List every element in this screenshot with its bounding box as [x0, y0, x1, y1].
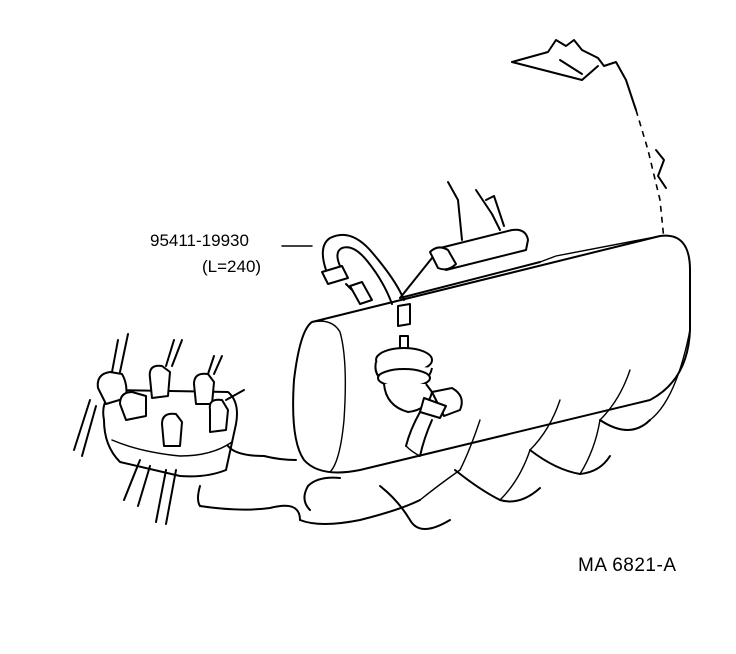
distributor-cap [73, 333, 245, 525]
engine-block [511, 39, 667, 241]
lower-contour [197, 445, 265, 507]
pipe-nipples [345, 281, 411, 327]
upper-bracket [399, 181, 541, 299]
figure-code-label: MA 6821-A [578, 555, 677, 576]
intake-runners [199, 329, 691, 530]
vacuum-hose [321, 234, 405, 305]
intake-plenum [292, 234, 691, 474]
hose-length-label: (L=240) [202, 257, 262, 276]
part-number-label: 95411-19930 [150, 231, 249, 250]
vacuum-switching-valve [374, 335, 463, 457]
